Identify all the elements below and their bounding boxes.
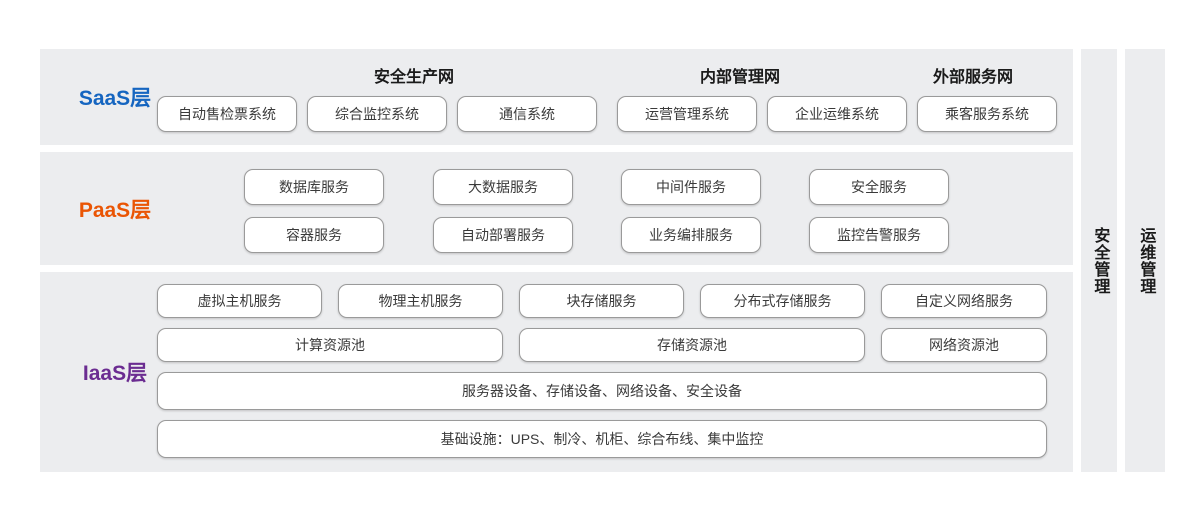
paas-service-auto-deploy[interactable]: 自动部署服务: [433, 217, 573, 253]
side-panel-ops-management[interactable]: 运维管理: [1125, 49, 1165, 472]
saas-layer-label: SaaS层: [78, 87, 152, 110]
paas-service-database[interactable]: 数据库服务: [244, 169, 384, 205]
paas-service-security[interactable]: 安全服务: [809, 169, 949, 205]
paas-service-bigdata[interactable]: 大数据服务: [433, 169, 573, 205]
iaas-layer-band: IaaS层 虚拟主机服务 物理主机服务 块存储服务 分布式存储服务 自定义网络服…: [40, 272, 1073, 472]
iaas-pool-network[interactable]: 网络资源池: [881, 328, 1047, 362]
saas-system-iscs[interactable]: 综合监控系统: [307, 96, 447, 132]
saas-system-afc[interactable]: 自动售检票系统: [157, 96, 297, 132]
network-title-internal-management: 内部管理网: [699, 69, 781, 86]
paas-service-monitor-alarm[interactable]: 监控告警服务: [809, 217, 949, 253]
paas-service-container[interactable]: 容器服务: [244, 217, 384, 253]
network-title-external-service: 外部服务网: [932, 69, 1014, 86]
iaas-service-block-storage[interactable]: 块存储服务: [519, 284, 684, 318]
iaas-service-custom-network[interactable]: 自定义网络服务: [881, 284, 1047, 318]
iaas-service-distributed-storage[interactable]: 分布式存储服务: [700, 284, 865, 318]
paas-layer-label: PaaS层: [78, 198, 152, 222]
iaas-pool-compute[interactable]: 计算资源池: [157, 328, 503, 362]
side-panel-ops-label: 运维管理: [1137, 226, 1155, 295]
saas-system-passenger-service[interactable]: 乘客服务系统: [917, 96, 1057, 132]
paas-service-middleware[interactable]: 中间件服务: [621, 169, 761, 205]
saas-layer-band: SaaS层 安全生产网 内部管理网 外部服务网 自动售检票系统 综合监控系统 通…: [40, 49, 1073, 145]
network-title-safety-production: 安全生产网: [373, 69, 455, 86]
saas-system-communication[interactable]: 通信系统: [457, 96, 597, 132]
side-panel-security-label: 安全管理: [1091, 226, 1109, 295]
paas-service-orchestration[interactable]: 业务编排服务: [621, 217, 761, 253]
iaas-pool-storage[interactable]: 存储资源池: [519, 328, 865, 362]
side-panel-security-management[interactable]: 安全管理: [1081, 49, 1117, 472]
saas-system-operation-management[interactable]: 运营管理系统: [617, 96, 757, 132]
iaas-devices-bar[interactable]: 服务器设备、存储设备、网络设备、安全设备: [157, 372, 1047, 410]
iaas-layer-label: IaaS层: [82, 362, 148, 385]
iaas-infrastructure-bar[interactable]: 基础设施：UPS、制冷、机柜、综合布线、集中监控: [157, 420, 1047, 458]
paas-layer-band: PaaS层 数据库服务 大数据服务 中间件服务 安全服务 容器服务 自动部署服务…: [40, 152, 1073, 265]
iaas-service-virtual-host[interactable]: 虚拟主机服务: [157, 284, 322, 318]
saas-system-enterprise-ops[interactable]: 企业运维系统: [767, 96, 907, 132]
iaas-service-physical-host[interactable]: 物理主机服务: [338, 284, 503, 318]
